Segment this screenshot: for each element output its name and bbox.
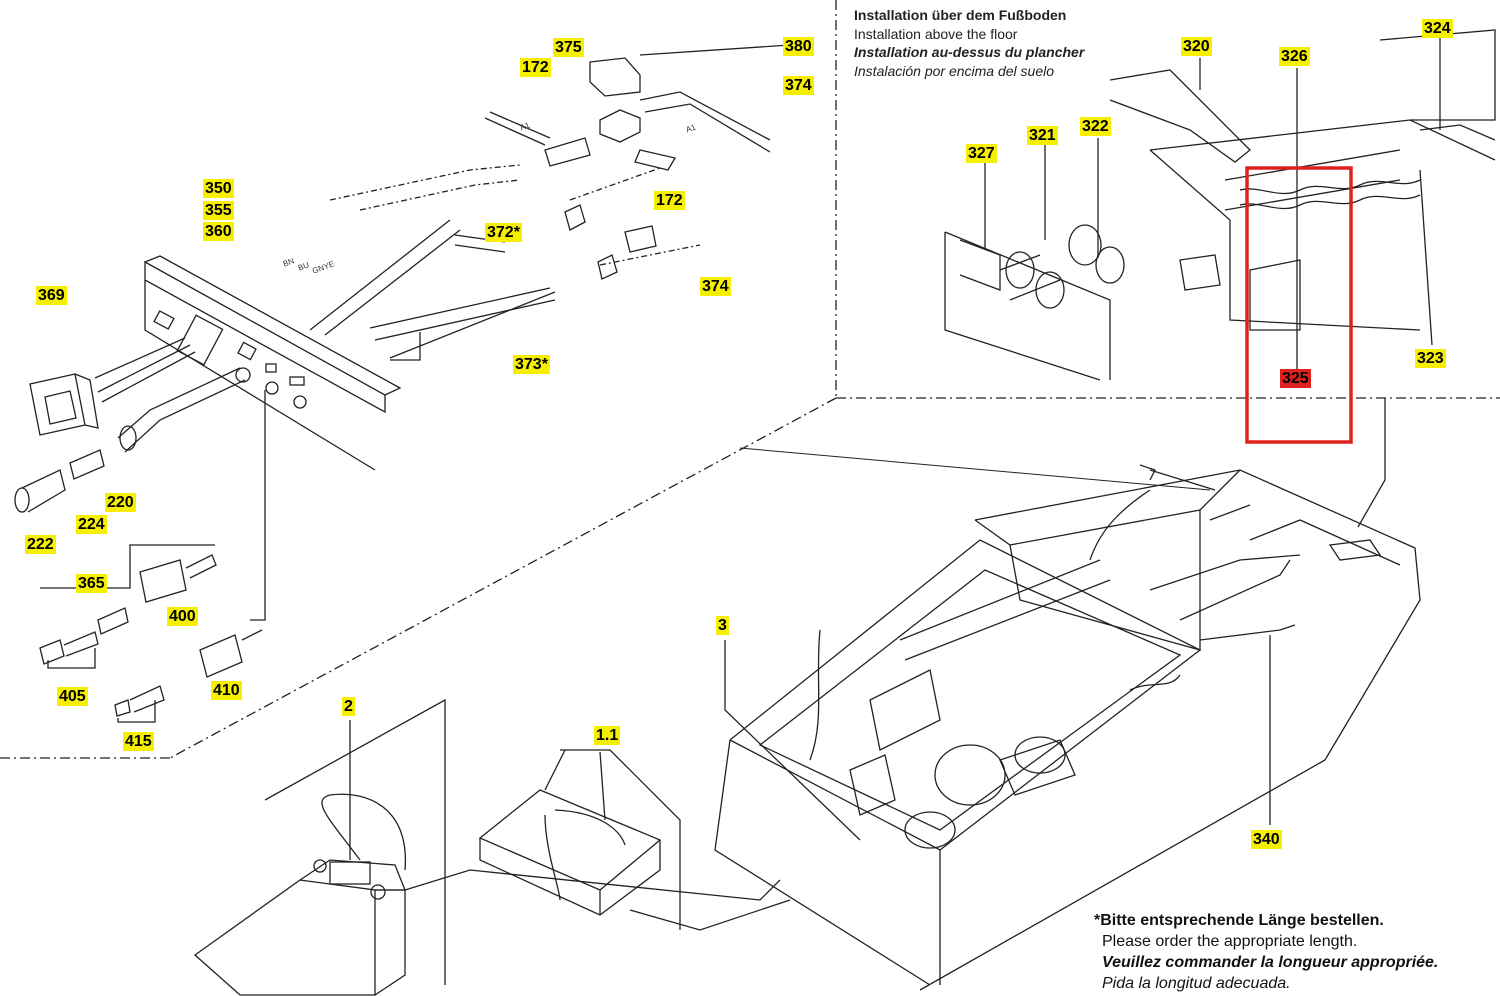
inset-title-de: Installation über dem Fußboden bbox=[854, 7, 1067, 23]
inset-unit bbox=[944, 29, 1496, 381]
detail-divider bbox=[169, 397, 837, 759]
inset-title-en: Installation above the floor bbox=[854, 25, 1018, 42]
footnote-en: Please order the appropriate length. bbox=[1102, 933, 1358, 950]
part-label-380: 380 bbox=[783, 37, 814, 56]
part-label-326: 326 bbox=[1279, 47, 1310, 66]
part-label-220: 220 bbox=[105, 493, 136, 512]
part-number: 372 bbox=[487, 224, 514, 241]
panel-plate bbox=[144, 255, 402, 471]
part-label-224: 224 bbox=[76, 515, 107, 534]
part-label-322: 322 bbox=[1080, 117, 1111, 136]
part-label-415: 415 bbox=[123, 732, 154, 751]
part-label-222: 222 bbox=[25, 535, 56, 554]
part-label-405: 405 bbox=[57, 687, 88, 706]
part-label-360: 360 bbox=[203, 222, 234, 241]
foot-pedal-1-1 bbox=[478, 789, 791, 931]
length-note-marker: * bbox=[541, 356, 548, 373]
power-inlet bbox=[29, 337, 196, 436]
part-label-340: 340 bbox=[1251, 830, 1282, 849]
part-label-400: 400 bbox=[167, 607, 198, 626]
part-label-372: 372* bbox=[485, 223, 522, 242]
connectors bbox=[39, 390, 266, 723]
part-label-327: 327 bbox=[966, 144, 997, 163]
part-label-355: 355 bbox=[203, 201, 234, 220]
foot-pedal-2 bbox=[193, 793, 781, 996]
part-label-350: 350 bbox=[203, 179, 234, 198]
part-label-320: 320 bbox=[1181, 37, 1212, 56]
part-label-410: 410 bbox=[211, 681, 242, 700]
part-label-375: 375 bbox=[553, 38, 584, 57]
footnote-fr: Veuillez commander la longueur approprié… bbox=[1102, 954, 1439, 971]
length-footnote: *Bitte entsprechende Länge bestellen. Pl… bbox=[1094, 910, 1438, 994]
part-label-172-mid: 172 bbox=[654, 191, 685, 210]
main-unit bbox=[714, 447, 1421, 991]
part-label-365: 365 bbox=[76, 574, 107, 593]
part-label-369: 369 bbox=[36, 286, 67, 305]
inset-title: Installation über dem Fußboden Installat… bbox=[854, 6, 1084, 80]
part-label-324: 324 bbox=[1422, 19, 1453, 38]
part-label-373: 373* bbox=[513, 355, 550, 374]
part-label-374-top: 374 bbox=[783, 76, 814, 95]
part-label-323: 323 bbox=[1415, 349, 1446, 368]
length-note-marker: * bbox=[513, 224, 520, 241]
part-label-2: 2 bbox=[342, 697, 355, 716]
part-label-172-top: 172 bbox=[520, 58, 551, 77]
part-label-1-1: 1.1 bbox=[594, 726, 621, 745]
part-label-325-highlighted: 325 bbox=[1280, 369, 1311, 388]
part-number: 373 bbox=[515, 356, 542, 373]
part-label-321: 321 bbox=[1027, 126, 1058, 145]
inset-title-es: Instalación por encima del suelo bbox=[854, 62, 1055, 79]
footnote-de: *Bitte entsprechende Länge bestellen. bbox=[1094, 912, 1384, 929]
footnote-es: Pida la longitud adecuada. bbox=[1102, 975, 1291, 992]
part-label-3: 3 bbox=[716, 616, 729, 635]
highlight-box-325 bbox=[1245, 166, 1353, 444]
part-label-374-mid: 374 bbox=[700, 277, 731, 296]
fuse-holder bbox=[14, 367, 246, 513]
inset-title-fr: Installation au-dessus du plancher bbox=[854, 44, 1085, 60]
hoses bbox=[309, 44, 791, 361]
